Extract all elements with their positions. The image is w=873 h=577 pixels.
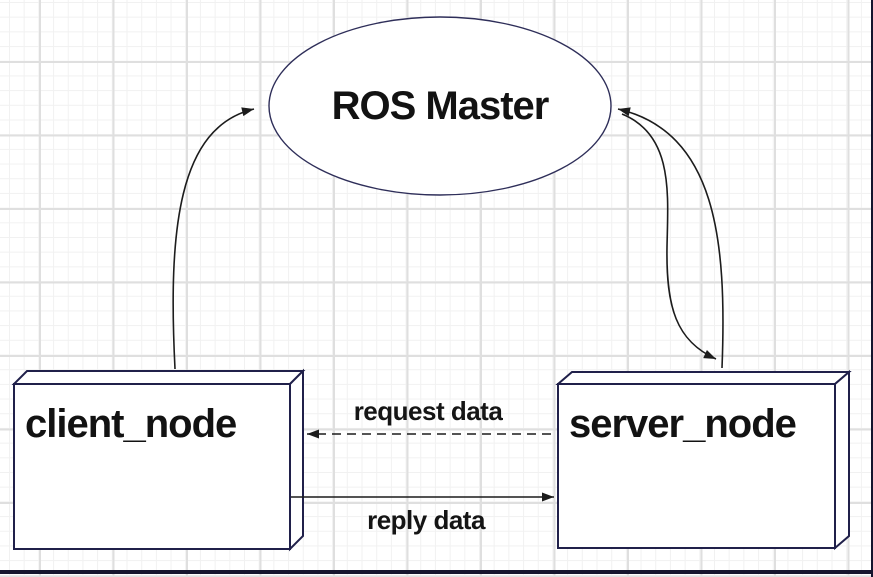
client-register-arrow (172, 107, 255, 370)
client-node-box: client_node (11, 368, 306, 552)
server-node-box: server_node (555, 369, 852, 551)
frame-border-bottom (0, 570, 873, 574)
server-node-box-side-face (834, 369, 850, 551)
server-node-label: server_node (569, 402, 796, 446)
server-register-arrow (617, 107, 724, 369)
client-node-box-side-face (289, 368, 304, 552)
ros-master-label: ROS Master (332, 84, 549, 128)
master-to-server-arrow (621, 113, 717, 360)
ros-master-node: ROS Master (268, 16, 612, 196)
server-node-box-top-face (555, 371, 852, 385)
client-node-box-top-face (11, 370, 306, 385)
client-node-box-front-face (13, 383, 291, 550)
request-arrow-label: request data (354, 396, 504, 426)
client-node-label: client_node (25, 402, 236, 446)
reply-arrow-label: reply data (367, 505, 486, 535)
frame-border-right (871, 0, 873, 577)
server-node-box-front-face (557, 383, 836, 549)
ros-master-ellipse (268, 16, 612, 196)
